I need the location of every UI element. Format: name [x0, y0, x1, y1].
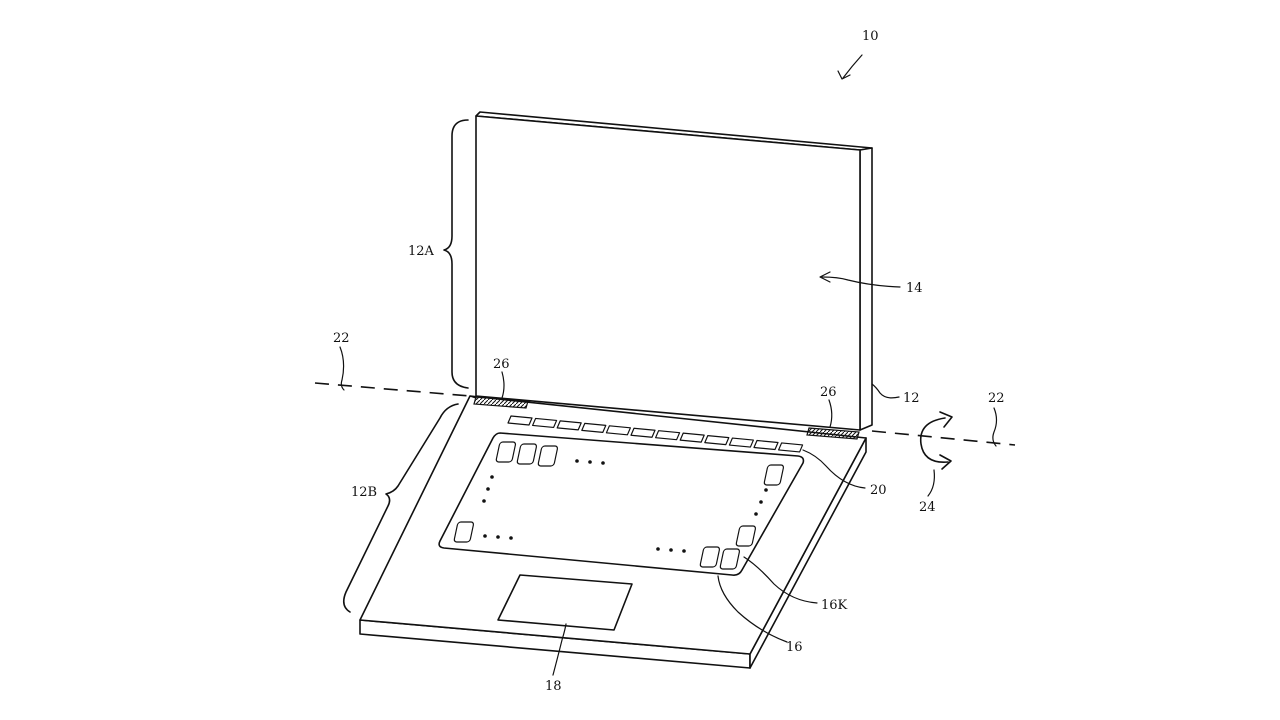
display — [475, 115, 861, 431]
key — [453, 521, 475, 543]
keyboard — [438, 432, 805, 576]
function-key — [728, 437, 755, 448]
keyboard-outline — [438, 432, 805, 576]
label-26-right: 26 — [820, 385, 837, 400]
function-key — [679, 432, 705, 443]
upper-housing — [475, 111, 873, 431]
bracket-12a — [443, 119, 469, 389]
keyboard-ellipsis-dots — [482, 459, 768, 553]
hinge-right — [806, 427, 860, 440]
label-12: 12 — [903, 391, 920, 406]
function-key — [581, 422, 607, 433]
function-row — [507, 415, 804, 453]
key — [763, 464, 785, 486]
key — [699, 546, 721, 568]
key-16k — [719, 548, 741, 570]
function-key — [654, 430, 681, 441]
leader-lines — [339, 54, 998, 676]
function-key — [753, 439, 779, 451]
key — [495, 441, 517, 463]
label-12a: 12A — [408, 244, 435, 259]
function-key — [630, 427, 656, 438]
function-key — [531, 417, 558, 429]
label-10: 10 — [862, 29, 879, 44]
bracket-12b — [342, 403, 459, 613]
function-key — [556, 420, 582, 431]
function-key — [777, 442, 804, 453]
key — [735, 525, 757, 547]
label-14: 14 — [906, 281, 923, 296]
label-20: 20 — [870, 483, 887, 498]
label-12b: 12B — [351, 485, 377, 500]
key — [516, 443, 538, 465]
function-key — [704, 435, 730, 446]
lid-side-edge — [859, 147, 873, 431]
function-key — [605, 425, 632, 436]
reference-labels: 10 14 12A 22 26 12 26 22 12B 20 24 16K 1… — [333, 29, 1005, 694]
rotation-arrow — [919, 411, 953, 470]
label-22-right: 22 — [988, 391, 1005, 406]
label-16: 16 — [786, 640, 803, 655]
label-22-left: 22 — [333, 331, 350, 346]
label-18: 18 — [545, 679, 562, 694]
label-24: 24 — [919, 500, 936, 515]
label-16k: 16K — [821, 598, 848, 613]
function-key — [507, 415, 533, 426]
trackpad — [497, 574, 633, 631]
label-26-left: 26 — [493, 357, 510, 372]
key — [537, 445, 559, 467]
